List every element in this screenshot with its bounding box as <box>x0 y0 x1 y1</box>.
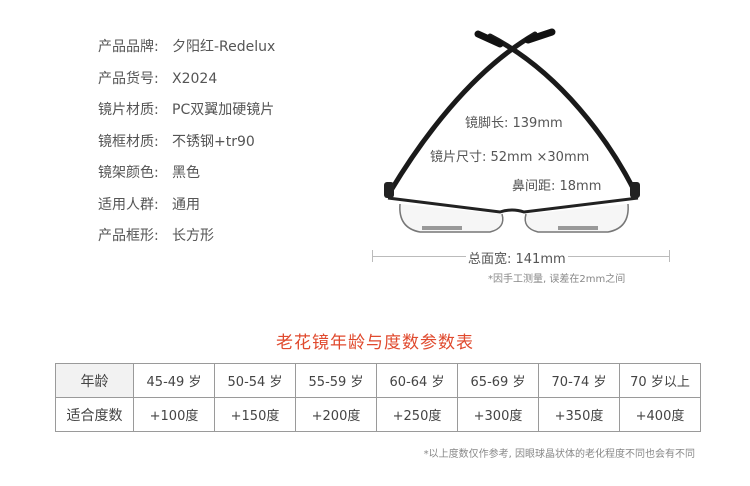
spec-value: 黑色 <box>172 165 200 181</box>
degree-cell: +400度 <box>619 397 701 432</box>
age-cell: 65-69 岁 <box>457 363 539 398</box>
spec-row-brand: 产品品牌: 夕阳红-Redelux <box>98 36 275 68</box>
spec-key: 镜架颜色: <box>98 165 159 181</box>
lens-size-label: 镜片尺寸: 52mm ×30mm <box>428 146 592 165</box>
spec-value: 不锈钢+tr90 <box>172 133 255 150</box>
spec-value: 夕阳红-Redelux <box>172 39 276 55</box>
table-row-age: 年龄 45-49 岁 50-54 岁 55-59 岁 60-64 岁 65-69… <box>55 363 701 398</box>
spec-key: 产品框形: <box>98 228 159 244</box>
degree-cell: +200度 <box>295 397 377 432</box>
total-width-label: 总面宽: 141mm <box>466 248 568 267</box>
footnote: *以上度数仅作参考, 因眼球晶状体的老化程度不同也会有不同 <box>423 449 695 460</box>
temple-length-label: 镜脚长: 139mm <box>463 112 565 131</box>
spec-key: 镜片材质: <box>98 102 159 118</box>
spec-row-frame-shape: 产品框形: 长方形 <box>98 225 275 257</box>
age-cell: 55-59 岁 <box>295 363 377 398</box>
bridge-width-label: 鼻间距: 18mm <box>510 175 604 194</box>
age-cell: 50-54 岁 <box>214 363 296 398</box>
spec-row-audience: 适用人群: 通用 <box>98 194 275 226</box>
age-cell: 45-49 岁 <box>133 363 215 398</box>
total-width-tick-left <box>372 250 373 262</box>
age-cell: 70-74 岁 <box>538 363 620 398</box>
row-header-degree: 适合度数 <box>55 397 134 432</box>
spec-value: X2024 <box>172 70 218 87</box>
spec-row-model: 产品货号: X2024 <box>98 68 275 100</box>
spec-value: PC双翼加硬镜片 <box>172 102 275 118</box>
degree-cell: +250度 <box>376 397 458 432</box>
glasses-image <box>360 22 670 292</box>
table-title: 老花镜年龄与度数参数表 <box>276 333 474 353</box>
spec-key: 产品品牌: <box>98 39 159 55</box>
spec-row-frame-material: 镜框材质: 不锈钢+tr90 <box>98 131 275 163</box>
glasses-drawing <box>384 28 640 233</box>
spec-list: 产品品牌: 夕阳红-Redelux 产品货号: X2024 镜片材质: PC双翼加硬镜… <box>98 36 275 257</box>
degree-cell: +300度 <box>457 397 539 432</box>
age-cell: 70 岁以上 <box>619 363 701 398</box>
table-row-degree: 适合度数 +100度 +150度 +200度 +250度 +300度 +350度… <box>55 397 701 432</box>
total-width-tick-right <box>669 250 670 262</box>
spec-key: 产品货号: <box>98 70 159 87</box>
spec-row-color: 镜架颜色: 黑色 <box>98 162 275 194</box>
spec-key: 适用人群: <box>98 196 159 213</box>
degree-cell: +100度 <box>133 397 215 432</box>
age-cell: 60-64 岁 <box>376 363 458 398</box>
degree-cell: +150度 <box>214 397 296 432</box>
degree-cell: +350度 <box>538 397 620 432</box>
measure-note: *因手工测量, 误差在2mm之间 <box>488 274 626 285</box>
spec-value: 通用 <box>172 196 200 213</box>
spec-row-lens-material: 镜片材质: PC双翼加硬镜片 <box>98 99 275 131</box>
spec-key: 镜框材质: <box>98 133 159 150</box>
spec-value: 长方形 <box>172 228 214 244</box>
row-header-age: 年龄 <box>55 363 134 398</box>
age-degree-table: 年龄 45-49 岁 50-54 岁 55-59 岁 60-64 岁 65-69… <box>55 363 701 432</box>
